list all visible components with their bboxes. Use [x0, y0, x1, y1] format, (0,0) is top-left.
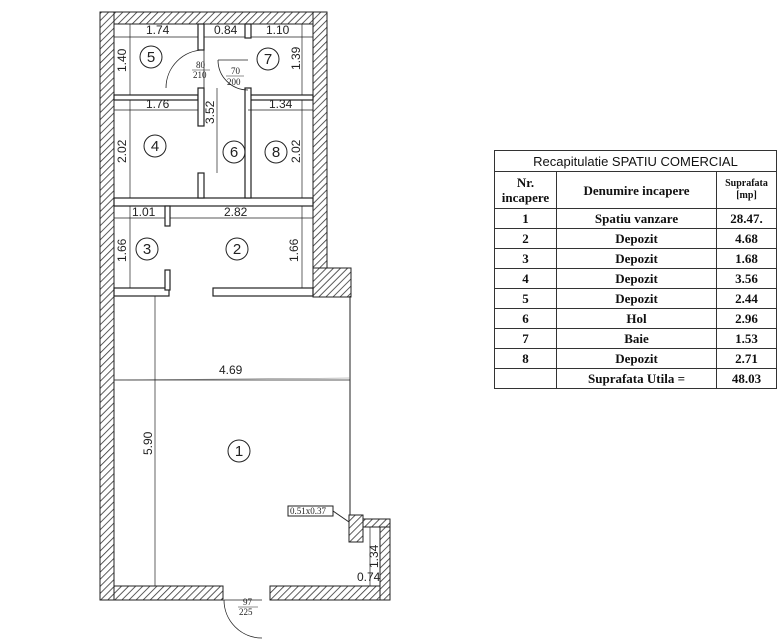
dim-r2-height: 1.66: [287, 238, 301, 262]
dim-r7-width: 1.10: [266, 23, 290, 37]
interior-walls: [113, 23, 314, 297]
table-row: 1 Spatiu vanzare 28.47.: [494, 208, 777, 229]
room-markers: 5 7 4 6 8 3 2 1: [135, 45, 288, 463]
dim-r5-width: 1.74: [146, 23, 170, 37]
door5-width: 80: [196, 60, 206, 70]
room-marker-2: 2: [225, 237, 249, 261]
door7-height: 200: [227, 77, 241, 87]
total-row: Suprafata Utila = 48.03: [494, 368, 777, 389]
main-door-width: 97: [243, 597, 253, 607]
svg-text:5: 5: [147, 49, 155, 66]
dim-r8-height: 2.02: [289, 139, 303, 163]
header-denumire: Denumire incapere: [556, 171, 717, 209]
table-row: 2 Depozit 4.68: [494, 228, 777, 249]
header-suprafata: Suprafata [mp]: [716, 171, 777, 209]
exterior-walls: [99, 11, 391, 601]
room-marker-6: 6: [222, 140, 246, 164]
door-swings: [165, 49, 263, 639]
dim-r6-height: 3.52: [203, 100, 217, 124]
door-labels: 80 210 70 200 97 225: [192, 60, 258, 617]
svg-text:7: 7: [264, 51, 272, 68]
door7-width: 70: [231, 66, 241, 76]
table-caption: Recapitulatie SPATIU COMERCIAL: [494, 150, 777, 172]
main-door-height: 225: [239, 607, 253, 617]
room-marker-7: 7: [256, 47, 280, 71]
dim-r4-height: 2.02: [115, 139, 129, 163]
room-marker-4: 4: [143, 134, 167, 158]
dimension-labels: 1.74 0.84 1.10 1.76 1.34 1.01 2.82 4.69 …: [115, 23, 381, 584]
svg-text:6: 6: [230, 144, 238, 161]
dim-entry-width: 1.34: [367, 544, 381, 568]
dimension-lines: [114, 24, 371, 586]
column-label: 0.51x0.37: [290, 506, 327, 516]
table-row: 4 Depozit 3.56: [494, 268, 777, 289]
room-marker-1: 1: [227, 439, 251, 463]
table-row: 7 Baie 1.53: [494, 328, 777, 349]
table-row: 6 Hol 2.96: [494, 308, 777, 329]
table-row: 3 Depozit 1.68: [494, 248, 777, 269]
svg-text:4: 4: [151, 138, 159, 155]
svg-text:3: 3: [143, 241, 151, 258]
dim-r3-height: 1.66: [115, 238, 129, 262]
room-marker-5: 5: [139, 45, 163, 69]
svg-text:2: 2: [233, 241, 241, 258]
total-label: Suprafata Utila =: [556, 368, 717, 389]
total-value: 48.03: [716, 368, 777, 389]
dim-r1-width: 4.69: [219, 363, 243, 377]
dim-r1-height: 5.90: [141, 431, 155, 455]
table-row: 5 Depozit 2.44: [494, 288, 777, 309]
room-marker-8: 8: [264, 140, 288, 164]
dim-r8-width: 1.34: [269, 97, 293, 111]
room-marker-3: 3: [135, 237, 159, 261]
dim-r6-top: 0.84: [214, 23, 238, 37]
door5-height: 210: [193, 70, 207, 80]
dim-r2-width: 2.82: [224, 205, 248, 219]
dim-r4-width: 1.76: [146, 97, 170, 111]
svg-text:1: 1: [235, 443, 243, 460]
svg-text:8: 8: [272, 144, 280, 161]
header-nr: Nr. incapere: [494, 171, 557, 209]
table-row: 8 Depozit 2.71: [494, 348, 777, 369]
recap-table: Recapitulatie SPATIU COMERCIAL Nr. incap…: [494, 150, 777, 389]
dim-entry-depth: 0.74: [357, 570, 381, 584]
dim-r5-height: 1.40: [115, 48, 129, 72]
dim-r3-width: 1.01: [132, 205, 156, 219]
dim-r7-height: 1.39: [289, 46, 303, 70]
